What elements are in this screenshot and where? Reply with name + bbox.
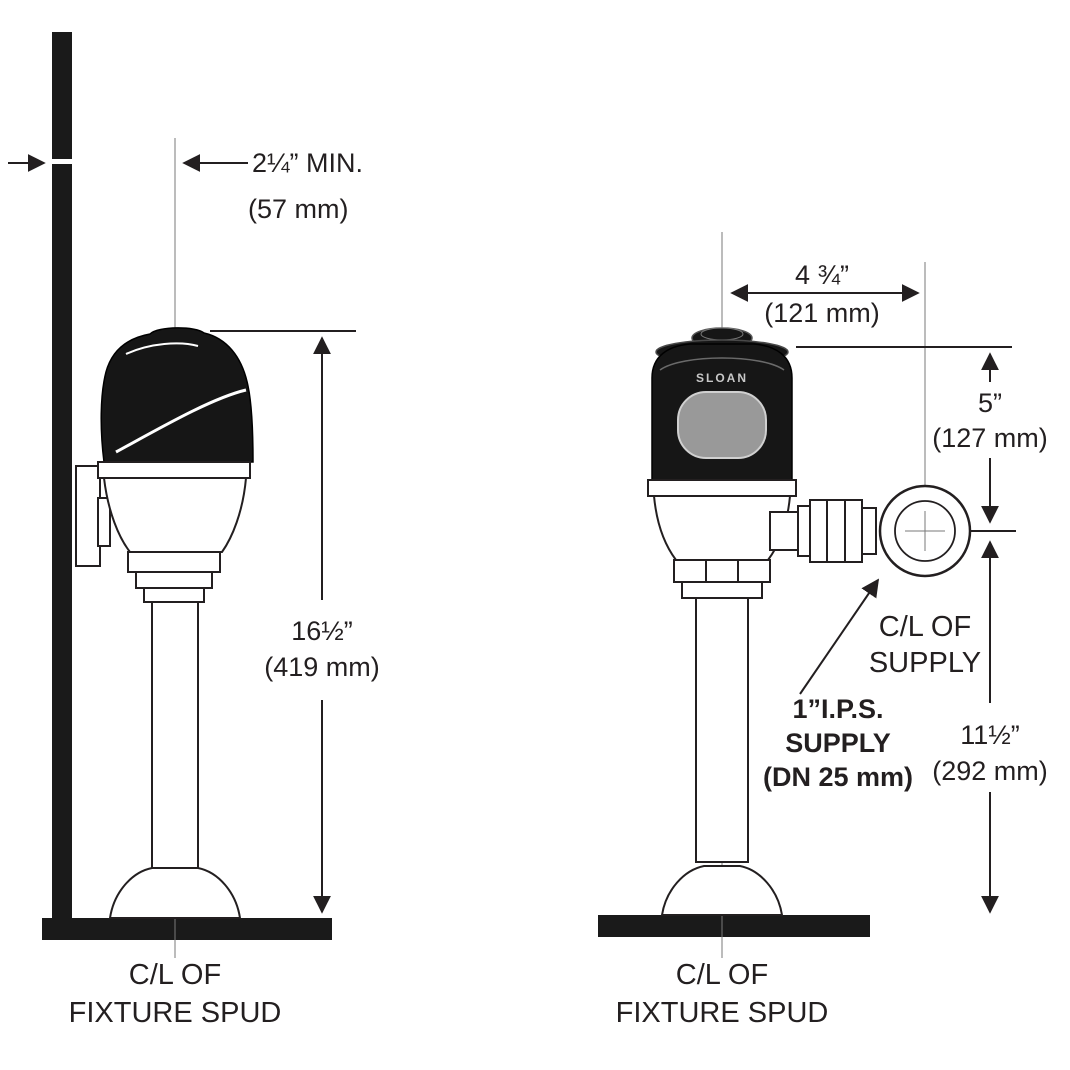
valve-head-seam: [115, 388, 247, 454]
downpipe-front: [695, 597, 749, 863]
right-view: 4 ¾” (121 mm) SLOAN: [598, 232, 1048, 1029]
spud-flange-front: [660, 865, 784, 916]
downpipe-side: [151, 601, 199, 869]
brand-label: SLOAN: [696, 371, 748, 385]
floor-right: [598, 915, 870, 937]
floor-left: [42, 918, 332, 940]
coupling-ring-side: [135, 571, 213, 589]
width-dim-metric: (121 mm): [764, 298, 880, 328]
left-view: 2¼” MIN. (57 mm) 16½” (419 mm) C/L OF FI…: [8, 32, 380, 1029]
wall-bracket-arm: [97, 497, 111, 547]
supply-cl-label-line2: SUPPLY: [869, 647, 981, 679]
ips-label-line2: SUPPLY: [785, 728, 891, 758]
supply-cl-label-line1: C/L OF: [879, 611, 971, 643]
offset-dim-value: 2¼” MIN.: [252, 148, 363, 178]
height-dim-value: 16½”: [291, 616, 353, 646]
wall-notch: [52, 159, 72, 164]
supply-bottom-dim-value: 11½”: [960, 720, 1020, 750]
supply-tailpiece: [769, 511, 799, 551]
valve-head-side: [100, 327, 254, 463]
wall: [52, 32, 72, 940]
flushometer-front: SLOAN: [647, 327, 972, 916]
valve-head-highlight: [125, 342, 199, 355]
supply-ring-left: [797, 505, 811, 557]
supply-hex-nut: [809, 499, 863, 563]
spud-label-line2-left: FIXTURE SPUD: [69, 997, 282, 1029]
valve-body-side: [102, 477, 248, 553]
valve-top-button-inner: [700, 327, 744, 341]
coupling-nut-front: [673, 559, 771, 583]
supply-top-dim-value: 5”: [978, 388, 1002, 418]
supply-arm: [769, 484, 972, 578]
coupling-small-side: [143, 587, 205, 603]
chrome-band-side: [97, 461, 251, 479]
supply-ring-right: [861, 507, 877, 555]
flushometer-side: [97, 327, 254, 919]
width-dim-value: 4 ¾”: [795, 260, 849, 290]
spud-label-line1-right: C/L OF: [676, 959, 768, 991]
coupling-nut-side: [127, 551, 221, 573]
supply-bottom-dim-metric: (292 mm): [932, 756, 1048, 786]
wall-bracket: [75, 465, 101, 567]
ips-leader-arrow: [799, 578, 880, 695]
spud-label-line2-right: FIXTURE SPUD: [616, 997, 829, 1029]
chrome-band-front: [647, 479, 797, 497]
offset-dim-metric: (57 mm): [248, 194, 349, 224]
coupling-ring-front: [681, 581, 763, 599]
ips-label-line3: (DN 25 mm): [763, 762, 913, 792]
height-dim-metric: (419 mm): [264, 652, 380, 682]
supply-top-dim-metric: (127 mm): [932, 423, 1048, 453]
sensor-window: [677, 391, 767, 459]
ips-label-line1: 1”I.P.S.: [792, 694, 883, 724]
spud-flange-side: [108, 867, 242, 919]
valve-head-front-highlight: [659, 357, 785, 371]
spud-label-line1-left: C/L OF: [129, 959, 221, 991]
